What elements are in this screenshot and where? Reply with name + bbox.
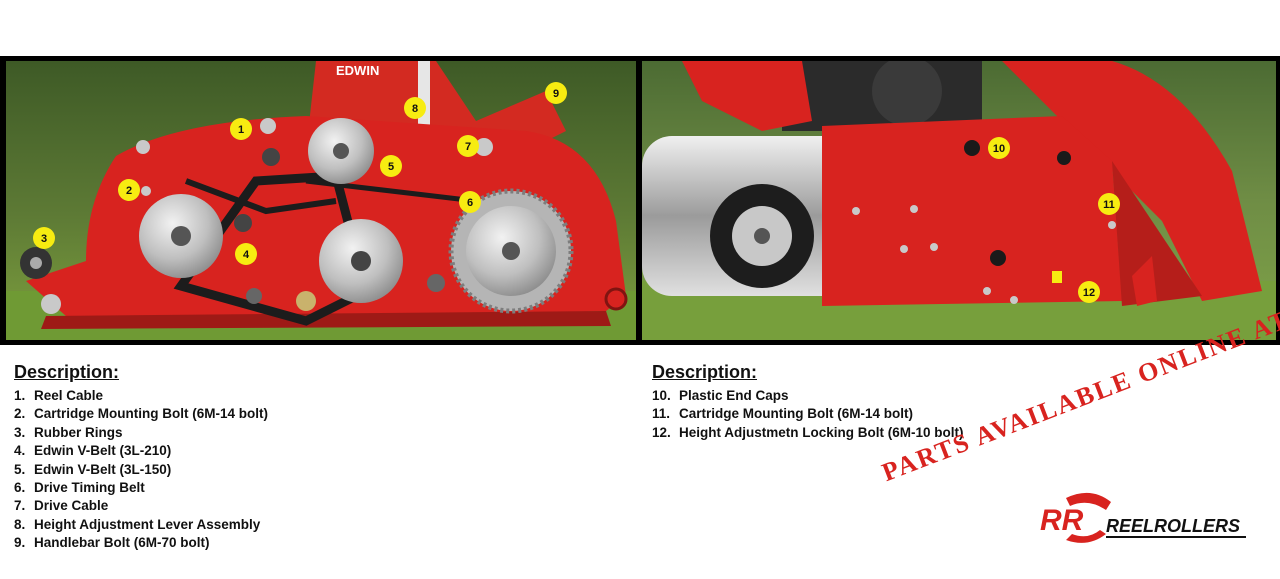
description-left: Description: 1.Reel Cable 2.Cartridge Mo… [14,362,268,553]
svg-text:5: 5 [388,161,394,173]
svg-text:9: 9 [553,88,559,100]
mower-drive-side-illustration: EDWIN 1 2 [6,61,636,340]
callout-3: 3 [33,227,55,249]
callout-7: 7 [457,135,479,157]
svg-text:6: 6 [467,197,473,209]
mower-drive-side-photo: EDWIN 1 2 [6,61,636,340]
callout-9: 9 [545,82,567,104]
description-right: Description: 10.Plastic End Caps 11.Cart… [652,362,964,442]
description-heading: Description: [652,362,758,382]
list-item: 6.Drive Timing Belt [14,480,145,496]
logo-wordmark-text: REELROLLERS [1106,516,1240,536]
parts-list: 1.Reel Cable 2.Cartridge Mounting Bolt (… [14,387,268,553]
svg-text:1: 1 [238,124,244,136]
parts-list: 10.Plastic End Caps 11.Cartridge Mountin… [652,387,964,442]
photo-strip: EDWIN 1 2 [0,56,1280,345]
list-item: 5.Edwin V-Belt (3L-150) [14,461,172,477]
svg-text:7: 7 [465,141,471,153]
list-item: 9.Handlebar Bolt (6M-70 bolt) [14,535,210,551]
brand-lettering: EDWIN [336,63,379,78]
callout-8: 8 [404,97,426,119]
svg-text:4: 4 [243,249,250,261]
mower-reel-side-illustration: 10 11 12 [642,61,1276,340]
callout-2: 2 [118,179,140,201]
description-heading: Description: [14,362,120,382]
list-item: 2.Cartridge Mounting Bolt (6M-14 bolt) [14,406,268,422]
list-item: 10.Plastic End Caps [652,388,789,403]
reelrollers-logo[interactable]: RR REELROLLERS [1036,490,1251,550]
callout-markers-right: 10 11 12 [988,137,1120,303]
list-item: 8.Height Adjustment Lever Assembly [14,516,261,532]
callout-4: 4 [235,243,257,265]
logo-mark-icon: RR REELROLLERS [1040,492,1246,543]
list-item: 7.Drive Cable [14,498,109,514]
callout-11: 11 [1098,193,1120,215]
svg-text:2: 2 [126,185,132,197]
svg-text:12: 12 [1083,287,1095,299]
logo-mark-text: RR [1040,504,1084,537]
callout-10: 10 [988,137,1010,159]
list-item: 4.Edwin V-Belt (3L-210) [14,443,172,459]
svg-text:3: 3 [41,233,47,245]
list-item: 11.Cartridge Mounting Bolt (6M-14 bolt) [652,406,913,422]
svg-text:10: 10 [993,143,1005,155]
list-item: 3.Rubber Rings [14,424,123,440]
list-item: 12.Height Adjustmetn Locking Bolt (6M-10… [652,424,964,440]
list-item: 1.Reel Cable [14,388,104,403]
svg-text:11: 11 [1103,199,1115,211]
callout-1: 1 [230,118,252,140]
callout-6: 6 [459,191,481,213]
callout-markers-left: 1 2 3 4 5 6 7 8 9 [33,82,567,265]
svg-text:8: 8 [412,103,418,115]
callout-12: 12 [1078,281,1100,303]
callout-5: 5 [380,155,402,177]
mower-reel-side-photo: 10 11 12 [642,61,1276,340]
